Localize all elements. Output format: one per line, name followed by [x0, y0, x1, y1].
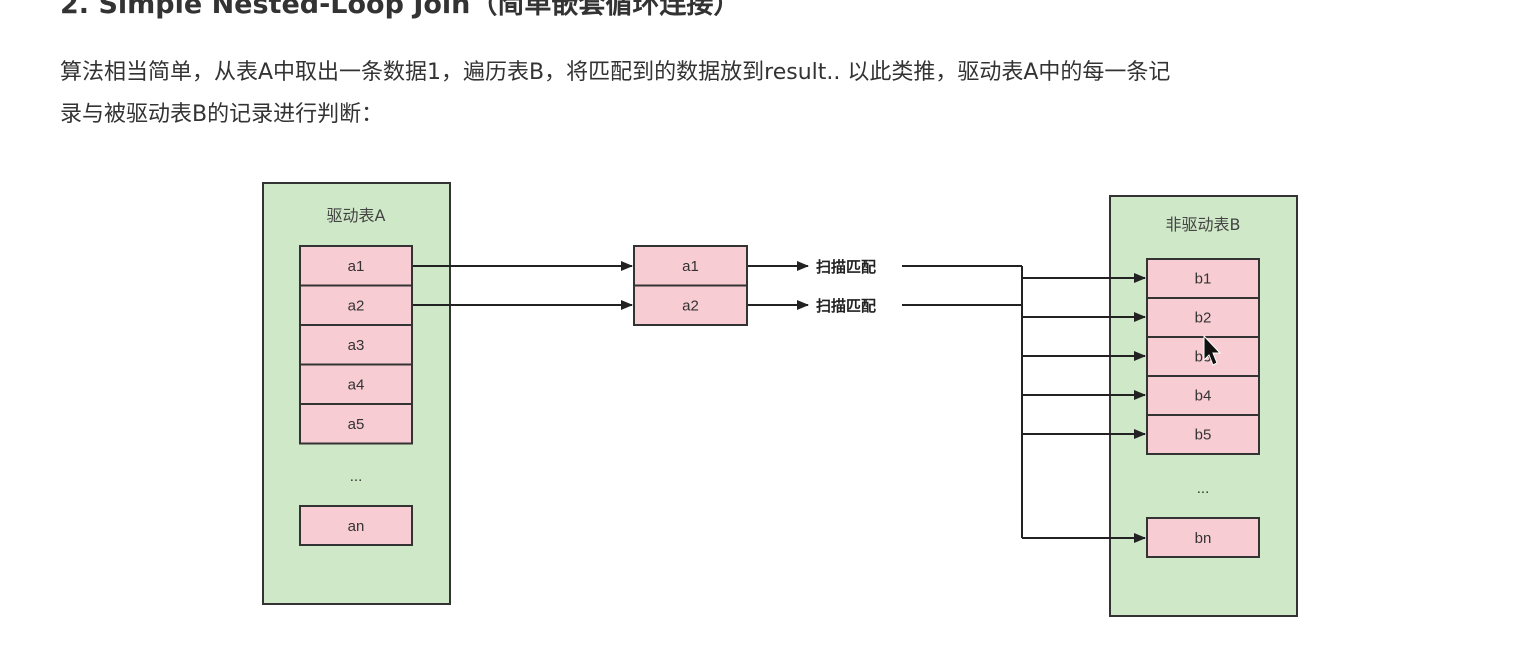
table-b-row-1-label: b1 [1195, 271, 1212, 288]
middle-rows: a1 a2 [633, 245, 748, 326]
paragraph-line-1: 算法相当简单，从表A中取出一条数据1，遍历表B，将匹配到的数据放到result.… [60, 60, 1171, 85]
scan-match-label-1: 扫描匹配 [816, 258, 876, 276]
table-a-ellipsis: ... [350, 468, 363, 485]
table-a-row-4 [299, 363, 413, 405]
paragraph-line-2: 录与被驱动表B的记录进行判断： [60, 102, 384, 127]
table-b-row-5-label: b5 [1195, 427, 1212, 444]
table-b-row-2-label: b2 [1195, 310, 1212, 327]
table-a-row-3-label: a3 [348, 337, 365, 354]
table-b-row-last [1146, 517, 1260, 558]
mouse-cursor-icon [1203, 334, 1222, 366]
table-b-row-2 [1146, 297, 1260, 338]
table-a-row-2 [299, 284, 413, 326]
table-a-title: 驱动表A [327, 206, 386, 225]
section-heading: 2. Simple Nested-Loop Join（简单嵌套循环连接） [60, 0, 741, 20]
table-a-row-4-label: a4 [348, 376, 365, 393]
table-a-rows: a1 a2 a3 a4 a5 [299, 245, 413, 445]
table-a-row-5 [299, 403, 413, 445]
table-b-row-5 [1146, 414, 1260, 455]
description-paragraph: 算法相当简单，从表A中取出一条数据1，遍历表B，将匹配到的数据放到result.… [60, 52, 1510, 136]
table-a-row-last-label: an [348, 518, 365, 535]
table-a-row-1 [299, 245, 413, 287]
table-b-row-4-label: b4 [1195, 388, 1212, 405]
table-b-title: 非驱动表B [1166, 215, 1241, 234]
middle-row-2-label: a2 [682, 297, 699, 314]
bus-arrows [1022, 273, 1146, 543]
table-a-row-2-label: a2 [348, 297, 365, 314]
scan-match-label-2: 扫描匹配 [816, 297, 876, 315]
middle-row-1-label: a1 [682, 258, 699, 275]
table-b-row-3 [1146, 336, 1260, 377]
table-a-row-1-label: a1 [348, 258, 365, 275]
table-b-row-1 [1146, 258, 1260, 299]
table-b-row-last-label: bn [1195, 530, 1212, 547]
table-a-row-5-label: a5 [348, 416, 365, 433]
table-a-row-last [299, 505, 413, 546]
middle-row-1 [633, 245, 748, 287]
middle-row-2 [633, 284, 748, 326]
table-b-ellipsis: ... [1197, 480, 1210, 497]
